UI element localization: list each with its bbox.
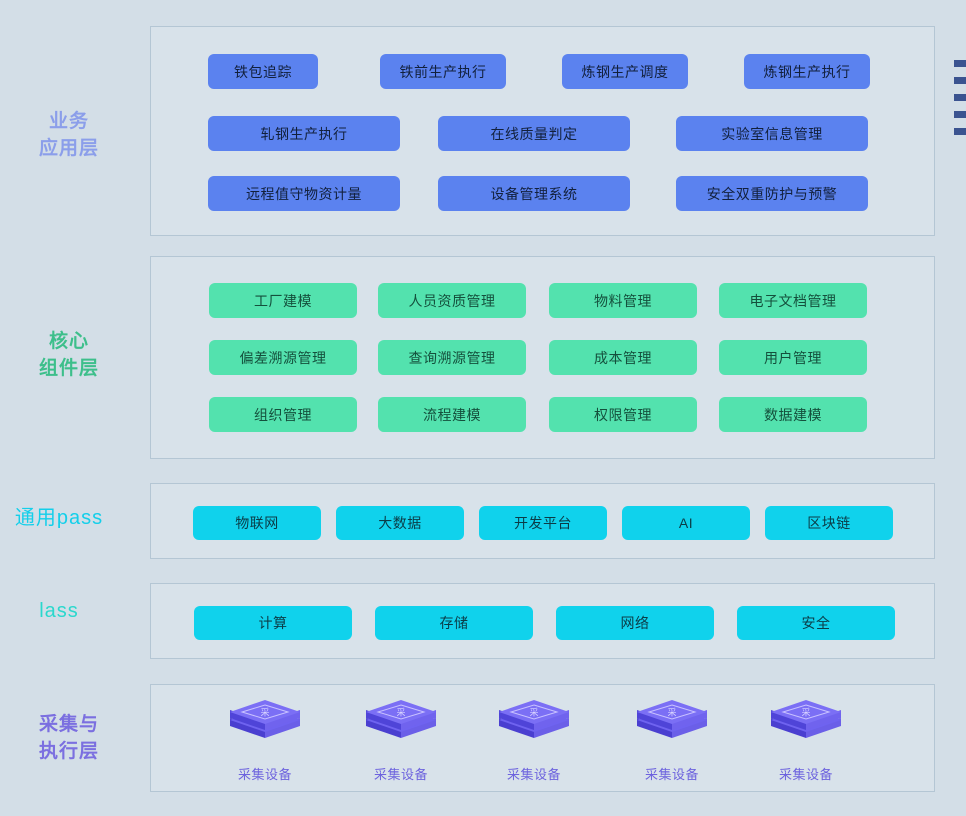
device-label: 采集设备	[237, 767, 292, 782]
box-core-2-2[interactable]: 查询溯源管理	[378, 340, 526, 375]
box-paas-4[interactable]: AI	[622, 506, 750, 540]
box-business-2-3[interactable]: 实验室信息管理	[676, 116, 868, 151]
edge-bullet-item	[954, 77, 966, 84]
box-core-2-1[interactable]: 偏差溯源管理	[209, 340, 357, 375]
device-label: 采集设备	[644, 767, 699, 782]
device-acquisition-4[interactable]: 采 采集设备	[617, 696, 727, 783]
box-core-3-2[interactable]: 流程建模	[378, 397, 526, 432]
box-business-2-1[interactable]: 轧钢生产执行	[208, 116, 400, 151]
layer-label-iaas: lass	[39, 600, 79, 622]
device-glyph: 采	[260, 708, 269, 718]
box-business-1-4[interactable]: 炼钢生产执行	[744, 54, 870, 89]
box-business-3-2[interactable]: 设备管理系统	[438, 176, 630, 211]
box-paas-1[interactable]: 物联网	[193, 506, 321, 540]
device-glyph: 采	[801, 708, 810, 718]
box-core-1-1[interactable]: 工厂建模	[209, 283, 357, 318]
edge-bullet-item	[954, 111, 966, 118]
device-glyph: 采	[667, 708, 676, 718]
box-core-1-2[interactable]: 人员资质管理	[378, 283, 526, 318]
box-core-2-4[interactable]: 用户管理	[719, 340, 867, 375]
box-iaas-3[interactable]: 网络	[556, 606, 714, 640]
box-core-3-3[interactable]: 权限管理	[549, 397, 697, 432]
box-paas-2[interactable]: 大数据	[336, 506, 464, 540]
box-core-1-3[interactable]: 物料管理	[549, 283, 697, 318]
box-core-3-1[interactable]: 组织管理	[209, 397, 357, 432]
acquisition-device-icon: 采	[366, 700, 436, 738]
device-acquisition-2[interactable]: 采 采集设备	[346, 696, 456, 783]
box-business-1-1[interactable]: 铁包追踪	[208, 54, 318, 89]
edge-bullet-item	[954, 60, 966, 67]
layer-label-business-application: 业务 应用层	[38, 111, 99, 159]
acquisition-device-icon: 采	[230, 700, 300, 738]
edge-bullet-list	[954, 60, 966, 145]
device-acquisition-5[interactable]: 采 采集设备	[751, 696, 861, 783]
acquisition-device-icon: 采	[499, 700, 569, 738]
box-business-3-3[interactable]: 安全双重防护与预警	[676, 176, 868, 211]
layer-label-general-paas: 通用pass	[14, 507, 104, 529]
box-business-1-3[interactable]: 炼钢生产调度	[562, 54, 688, 89]
device-label: 采集设备	[778, 767, 833, 782]
device-label: 采集设备	[506, 767, 561, 782]
device-acquisition-1[interactable]: 采 采集设备	[210, 696, 320, 783]
layer-label-acquisition-execution: 采集与 执行层	[38, 714, 99, 762]
device-label: 采集设备	[373, 767, 428, 782]
layer-label-core-component: 核心 组件层	[38, 331, 99, 379]
acquisition-device-icon: 采	[771, 700, 841, 738]
box-paas-5[interactable]: 区块链	[765, 506, 893, 540]
box-iaas-1[interactable]: 计算	[194, 606, 352, 640]
box-core-3-4[interactable]: 数据建模	[719, 397, 867, 432]
box-business-1-2[interactable]: 铁前生产执行	[380, 54, 506, 89]
edge-bullet-item	[954, 94, 966, 101]
device-glyph: 采	[396, 708, 405, 718]
box-iaas-4[interactable]: 安全	[737, 606, 895, 640]
edge-bullet-item	[954, 128, 966, 135]
device-glyph: 采	[529, 708, 538, 718]
box-core-2-3[interactable]: 成本管理	[549, 340, 697, 375]
box-business-3-1[interactable]: 远程值守物资计量	[208, 176, 400, 211]
box-iaas-2[interactable]: 存储	[375, 606, 533, 640]
box-core-1-4[interactable]: 电子文档管理	[719, 283, 867, 318]
box-business-2-2[interactable]: 在线质量判定	[438, 116, 630, 151]
acquisition-device-icon: 采	[637, 700, 707, 738]
box-paas-3[interactable]: 开发平台	[479, 506, 607, 540]
device-acquisition-3[interactable]: 采 采集设备	[479, 696, 589, 783]
